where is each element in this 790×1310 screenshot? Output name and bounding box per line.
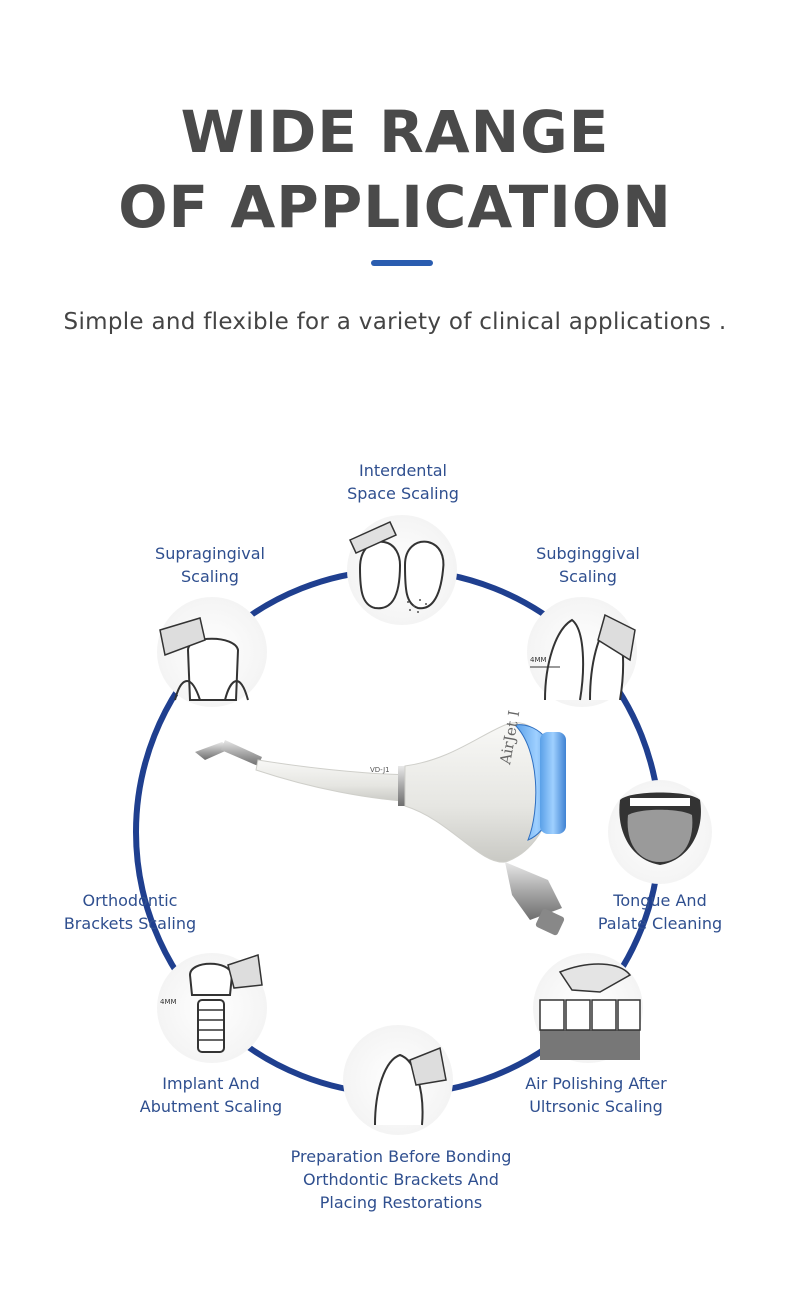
device-model-text: VD-J1 bbox=[370, 766, 390, 774]
heading-line-2: OF APPLICATION bbox=[118, 173, 672, 241]
bracket-tooth-icon bbox=[343, 1025, 453, 1135]
polishing-teeth-icon bbox=[533, 953, 643, 1063]
supragingival-tooth-icon bbox=[157, 597, 267, 707]
tongue-icon bbox=[608, 780, 712, 884]
subtitle: Simple and flexible for a variety of cli… bbox=[63, 309, 727, 335]
accent-divider bbox=[371, 260, 433, 266]
implant-icon: 4MM bbox=[157, 953, 267, 1063]
heading-line-1: WIDE RANGE bbox=[180, 98, 610, 166]
subgingival-teeth-icon: 4MM bbox=[527, 597, 637, 707]
airjet-handpiece: VD-J1 AirJet I bbox=[195, 709, 566, 936]
interdental-teeth-icon bbox=[347, 515, 457, 625]
implant-depth-marker: 4MM bbox=[160, 998, 177, 1006]
subgingival-depth-marker: 4MM bbox=[530, 656, 547, 664]
